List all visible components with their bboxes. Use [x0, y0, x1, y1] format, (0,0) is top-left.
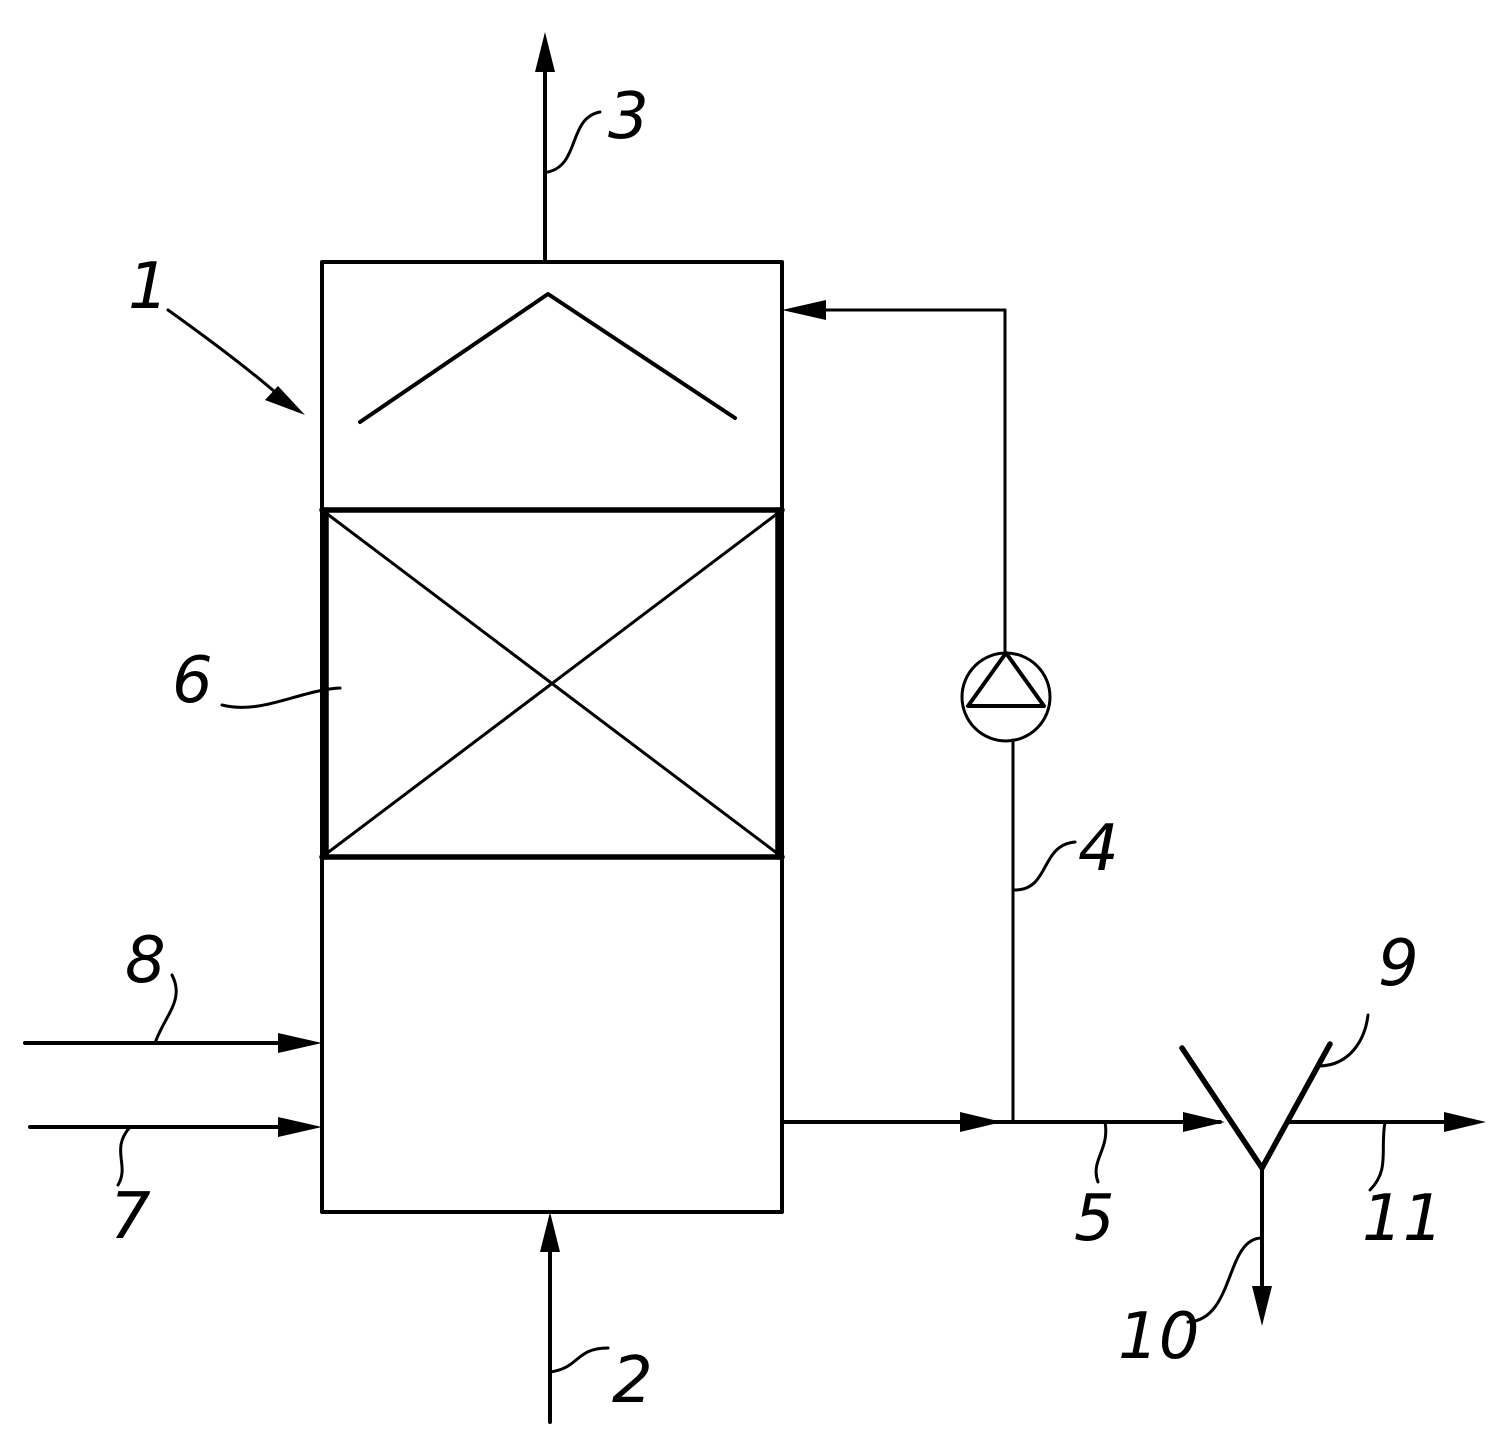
- leader-7: [118, 1127, 130, 1185]
- label-recycle: 4: [1078, 812, 1119, 886]
- bottom-feed-arrow: [540, 1212, 560, 1252]
- separator-v: [1182, 1044, 1330, 1168]
- label-inlet-lower: 7: [110, 1180, 151, 1254]
- label-packing: 6: [172, 644, 213, 718]
- outlet-right-arrow: [1444, 1112, 1486, 1132]
- recycle-arrow: [782, 300, 826, 320]
- bottoms-line: [782, 1112, 1225, 1132]
- inlet-upper-arrow: [278, 1033, 322, 1053]
- leader-4: [1015, 842, 1075, 890]
- overhead-line: [535, 32, 555, 262]
- label-feed-bottom: 2: [612, 1344, 653, 1418]
- inlet-lower-arrow: [278, 1117, 322, 1137]
- leader-3: [548, 112, 600, 172]
- label-bottoms: 5: [1074, 1182, 1115, 1256]
- label-outlet-down: 10: [1118, 1300, 1199, 1374]
- leader-lines: [118, 112, 1385, 1372]
- label-overhead: 3: [608, 80, 649, 154]
- label-outlet-right: 11: [1362, 1182, 1443, 1256]
- leader-1: [168, 310, 282, 398]
- leader-9: [1320, 1015, 1368, 1066]
- leader-11: [1370, 1122, 1385, 1190]
- outlet-down-arrow: [1252, 1286, 1272, 1326]
- label-separator: 9: [1378, 927, 1419, 1001]
- column-vessel: [322, 262, 782, 1212]
- leader-2: [550, 1348, 608, 1372]
- overhead-arrow: [535, 32, 555, 72]
- inlet-line-upper: [25, 1033, 322, 1053]
- inlet-line-lower: [30, 1117, 322, 1137]
- label-inlet-upper: 8: [125, 924, 166, 998]
- bottom-feed-line: [540, 1212, 560, 1422]
- leader-5: [1096, 1122, 1106, 1182]
- bottoms-arrow-2: [1183, 1112, 1225, 1132]
- distributor-chevron: [360, 294, 735, 422]
- label-column: 1: [128, 250, 169, 324]
- pump-icon: [962, 653, 1050, 741]
- bottoms-arrow-1: [960, 1112, 1002, 1132]
- packed-bed: [322, 510, 782, 857]
- recycle-line: [782, 300, 1050, 1122]
